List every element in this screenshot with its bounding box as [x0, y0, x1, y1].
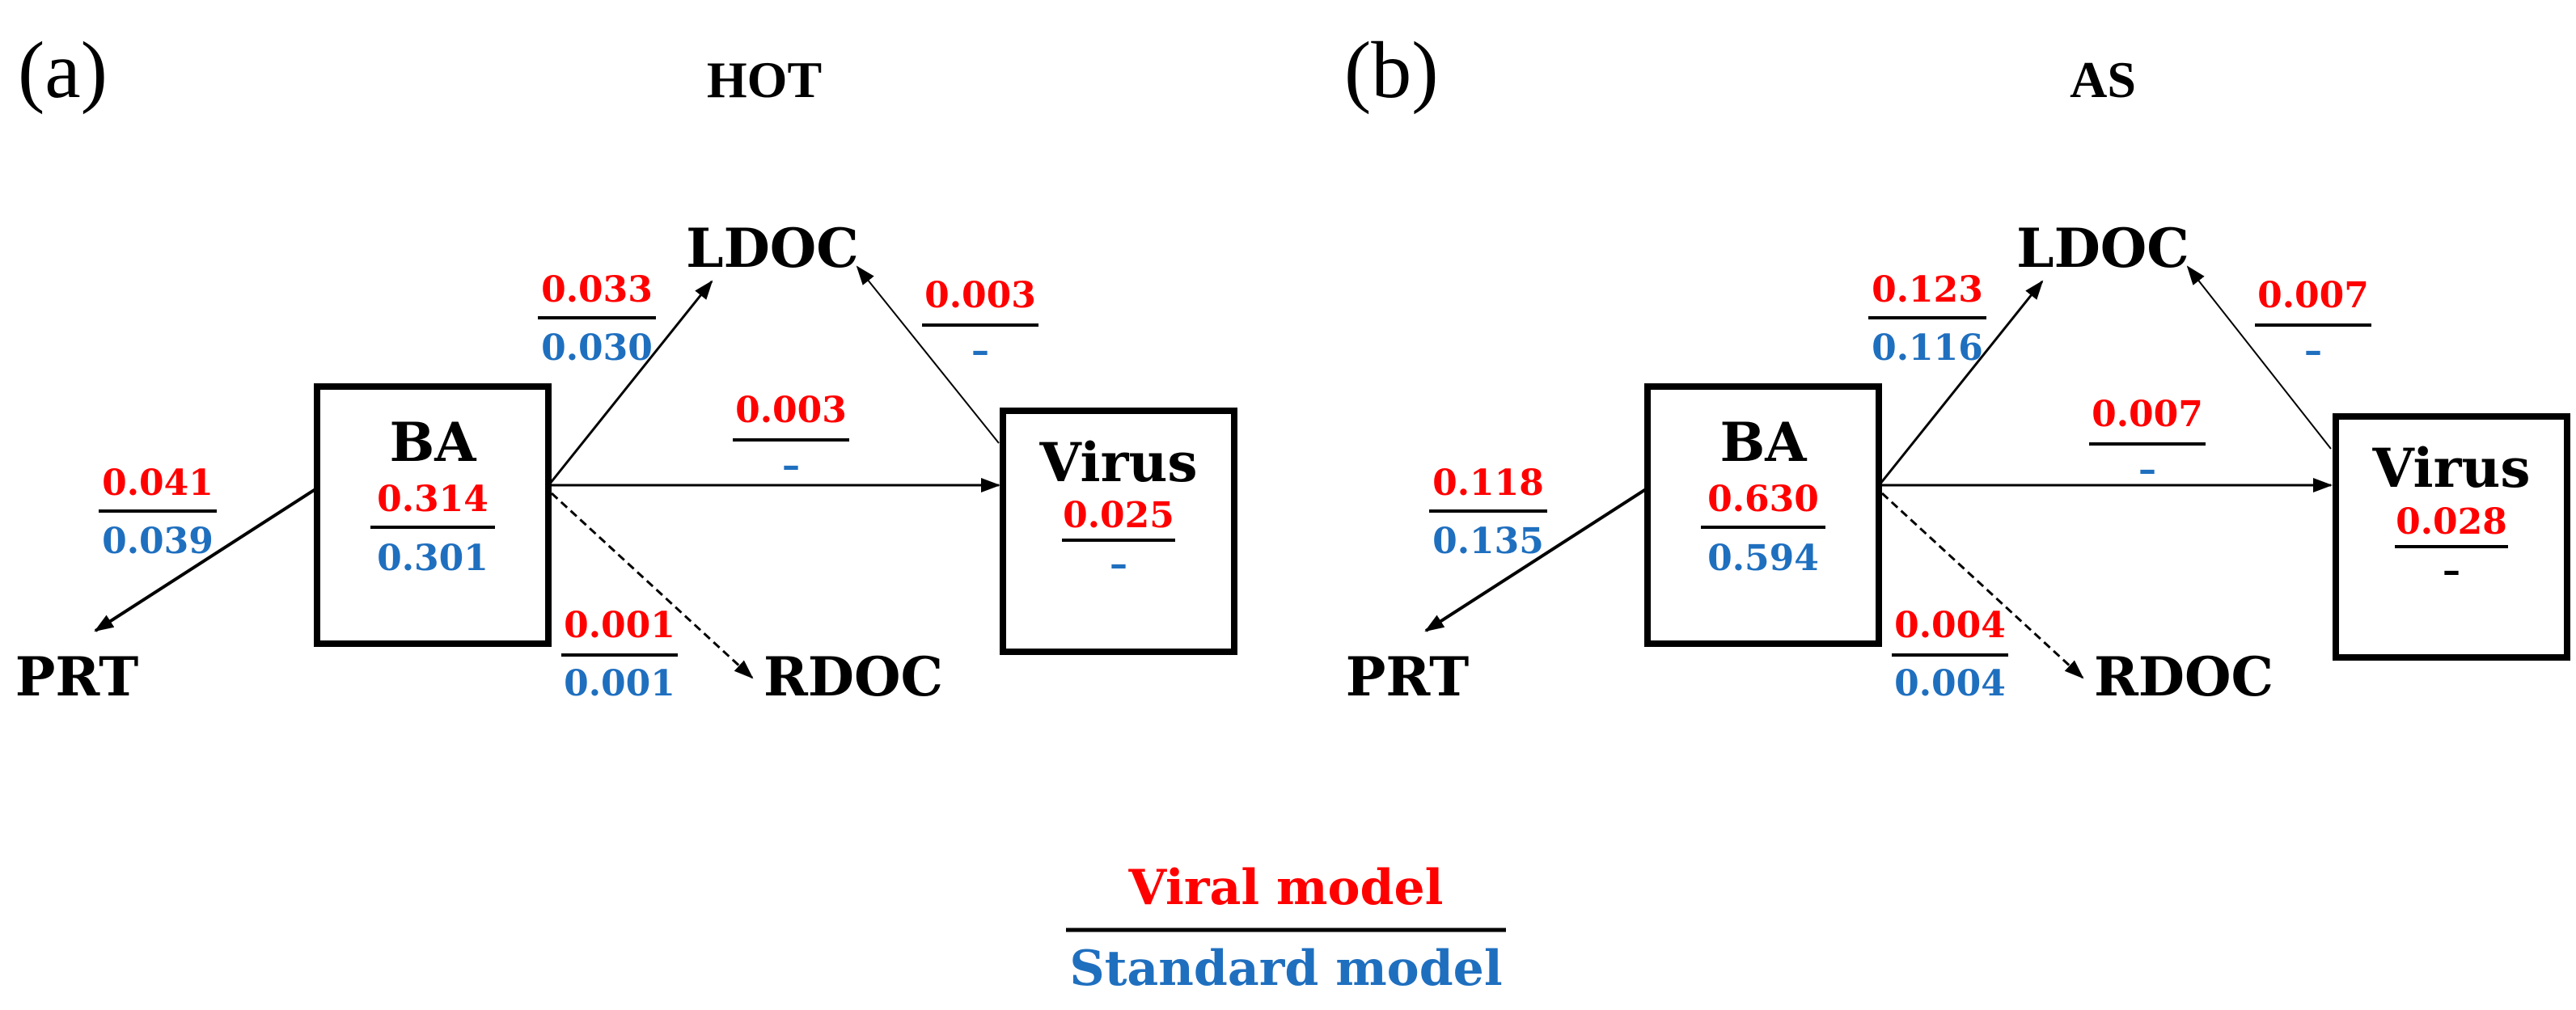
node-ldoc: LDOC [686, 217, 859, 280]
panel-tag: (a) [18, 25, 108, 115]
panel-title: AS [2070, 51, 2136, 108]
svg-text:0.003: 0.003 [735, 390, 847, 431]
svg-text:0.030: 0.030 [541, 328, 653, 369]
edge-ba-prt [1424, 488, 1648, 632]
svg-text:–: – [2138, 449, 2156, 490]
virus-standard-value: – [1110, 543, 1127, 585]
svg-text:0.123: 0.123 [1872, 269, 1983, 311]
virus-standard-value: – [2443, 550, 2460, 591]
label-ba-rdoc: 0.004 0.004 [1892, 605, 2008, 704]
node-virus-box [1000, 408, 1237, 655]
svg-text:0.033: 0.033 [541, 269, 653, 311]
node-rdoc: RDOC [2094, 645, 2274, 708]
node-ldoc: LDOC [2016, 217, 2189, 280]
legend-viral: Viral model [1128, 860, 1444, 916]
node-ba: BA [390, 411, 477, 474]
edge-virus-ldoc [856, 265, 1000, 444]
node-ba-box [1644, 383, 1882, 647]
node-prt: PRT [15, 645, 138, 708]
svg-text:–: – [971, 330, 989, 371]
edge-ba-ldoc [1879, 280, 2044, 484]
label-ba-prt: 0.118 0.135 [1429, 463, 1547, 562]
node-rdoc: RDOC [763, 645, 943, 708]
svg-text:0.001: 0.001 [564, 663, 675, 704]
legend: Viral model Standard model [1066, 860, 1506, 997]
node-ba: BA [1720, 411, 1808, 474]
label-ba-virus: 0.007 – [2089, 394, 2206, 490]
svg-text:0.004: 0.004 [1894, 605, 2006, 646]
svg-text:0.004: 0.004 [1894, 663, 2006, 704]
virus-viral-value: 0.028 [2396, 501, 2507, 543]
edge-ba-ldoc [548, 280, 713, 484]
edge-virus-ldoc [2186, 265, 2332, 450]
svg-text:0.039: 0.039 [102, 521, 214, 562]
label-ba-ldoc: 0.123 0.116 [1868, 269, 1986, 369]
node-virus: Virus [1038, 431, 1197, 494]
panel-tag: (b) [1344, 25, 1439, 115]
label-ba-prt: 0.041 0.039 [99, 463, 217, 562]
svg-text:0.007: 0.007 [2092, 394, 2203, 435]
svg-text:0.007: 0.007 [2257, 275, 2369, 316]
node-ba-box [314, 383, 552, 647]
node-virus-box [2333, 413, 2570, 661]
label-virus-ldoc: 0.003 – [922, 275, 1038, 371]
legend-standard: Standard model [1069, 940, 1502, 997]
svg-text:0.041: 0.041 [102, 463, 214, 504]
svg-text:0.118: 0.118 [1432, 463, 1544, 504]
panel-title: HOT [707, 51, 822, 108]
svg-text:0.001: 0.001 [564, 605, 675, 646]
ba-viral-value: 0.630 [1707, 479, 1819, 520]
svg-text:–: – [782, 445, 800, 486]
label-virus-ldoc: 0.007 – [2255, 275, 2371, 371]
virus-viral-value: 0.025 [1063, 495, 1174, 536]
label-ba-ldoc: 0.033 0.030 [538, 269, 656, 369]
svg-text:0.116: 0.116 [1872, 328, 1983, 369]
edge-ba-prt [94, 488, 317, 632]
svg-text:–: – [2304, 330, 2322, 371]
node-virus: Virus [2371, 437, 2530, 500]
edge-ba-rdoc [1880, 492, 2084, 679]
edge-ba-rdoc [550, 492, 754, 679]
label-ba-virus: 0.003 – [733, 390, 849, 486]
svg-text:0.003: 0.003 [924, 275, 1036, 316]
panel-b: (b) AS LDOC PRT RDOC BA 0.630 0.594 Viru… [1344, 25, 2570, 708]
ba-viral-value: 0.314 [377, 479, 489, 520]
svg-text:0.135: 0.135 [1432, 521, 1544, 562]
ba-standard-value: 0.301 [377, 538, 489, 579]
panel-a: (a) HOT LDOC PRT RDOC BA 0.314 0.301 Vir… [15, 25, 1237, 708]
node-prt: PRT [1346, 645, 1469, 708]
ba-standard-value: 0.594 [1707, 538, 1819, 579]
label-ba-rdoc: 0.001 0.001 [561, 605, 678, 704]
